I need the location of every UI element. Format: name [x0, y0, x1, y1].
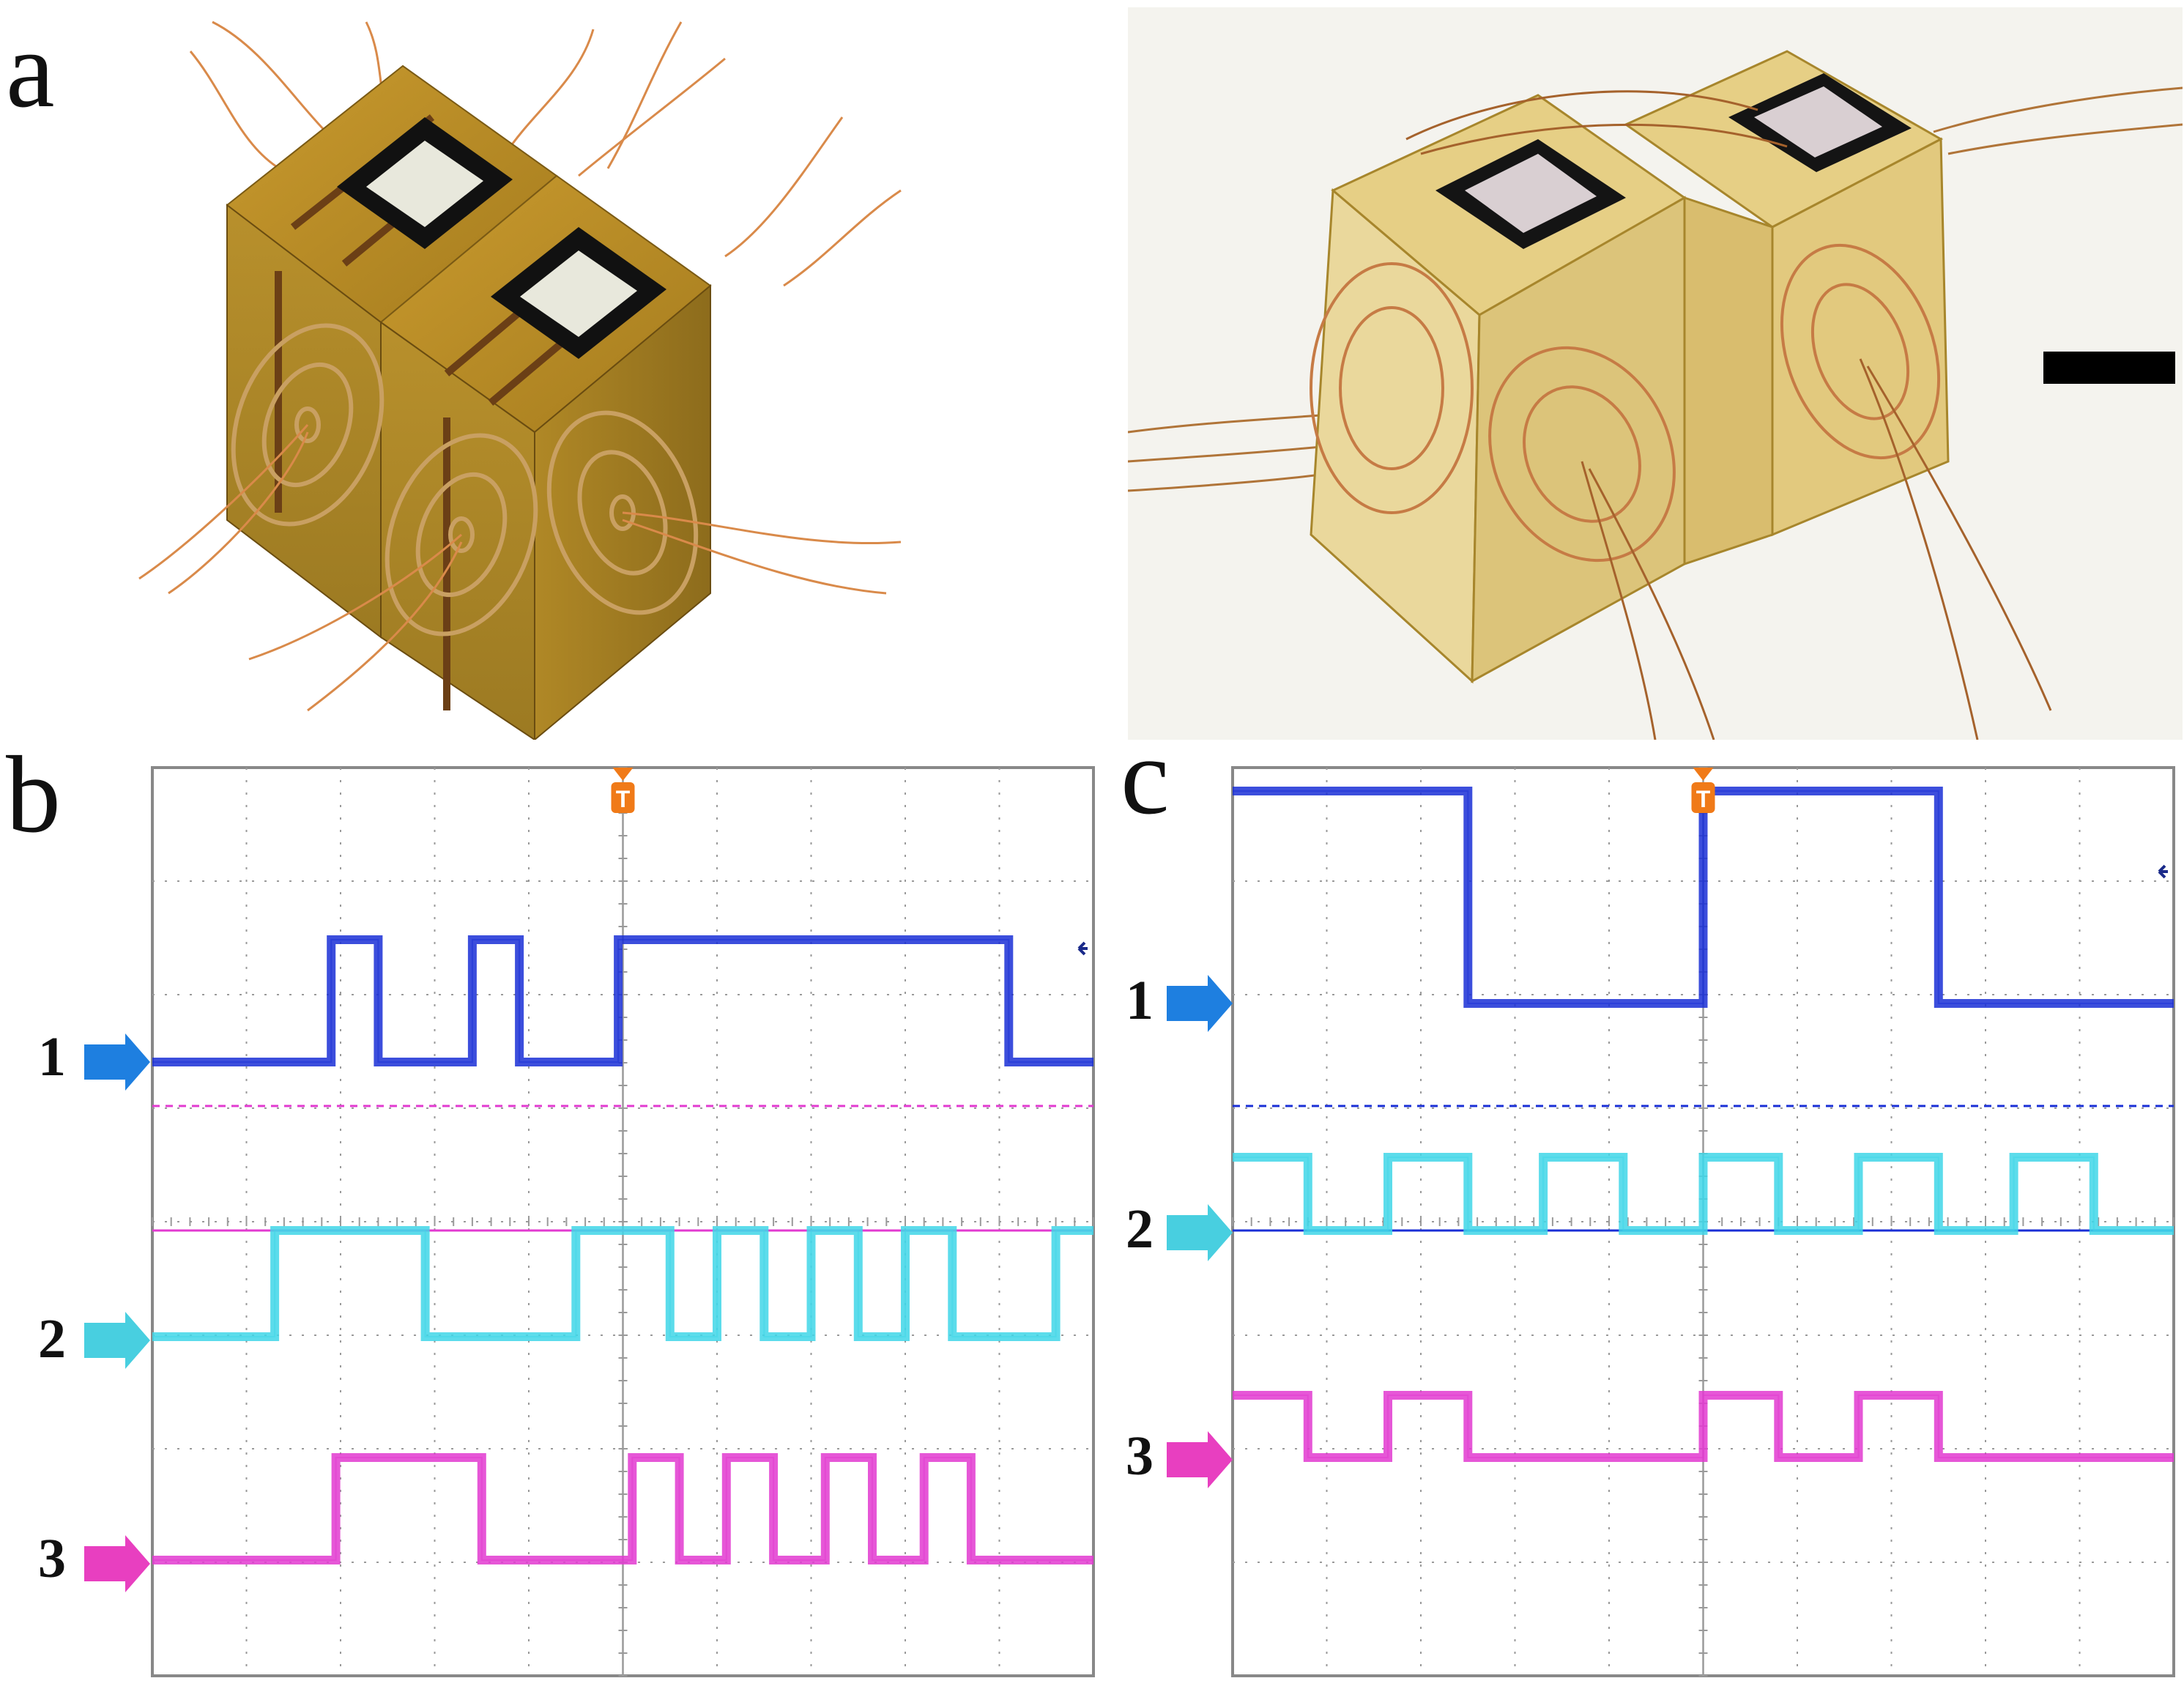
trace-edge-1: [152, 939, 1093, 1063]
trace-edge-3: [152, 1457, 1093, 1561]
channel-arrow-icon: [1167, 1204, 1233, 1261]
channel-arrow-icon: [84, 1535, 150, 1592]
scale-bar-icon: [2043, 352, 2175, 384]
trace-edge-3: [1233, 1395, 2174, 1458]
trigger-icon: T: [611, 768, 635, 813]
channel-arrow-icon: [84, 1033, 150, 1091]
trace-edge-1: [1233, 790, 2174, 1004]
channel-label-3-c: 3: [1126, 1425, 1154, 1487]
oscilloscope-c: T: [1227, 762, 2179, 1685]
channel-label-2-b: 2: [38, 1308, 66, 1370]
channel-label-1-c: 1: [1126, 970, 1154, 1031]
channel-arrow-icon: [84, 1312, 150, 1369]
scope-grid: [152, 767, 1094, 1677]
trigger-marker-label: T: [616, 786, 631, 812]
device-photograph: [1128, 7, 2183, 740]
channel-arrow-icon: [1167, 1431, 1233, 1488]
channel-label-3-b: 3: [38, 1528, 66, 1589]
trigger-marker-label: T: [1696, 786, 1711, 812]
channel-label-1-b: 1: [38, 1026, 66, 1088]
channel-arrow-icon: [1167, 975, 1233, 1032]
trigger-icon: T: [1691, 768, 1715, 813]
trace-edge-2: [1233, 1157, 2174, 1231]
panel-letter-a: a: [6, 9, 55, 130]
cube-schematic-illustration: [125, 7, 1128, 740]
level-indicator-icon: [1077, 941, 1088, 956]
oscilloscope-b: T: [146, 762, 1099, 1685]
channel-label-2-c: 2: [1126, 1198, 1154, 1260]
level-indicator-icon: [2158, 864, 2168, 879]
trace-edge-2: [152, 1230, 1093, 1337]
panel-letter-b: b: [6, 734, 61, 855]
panel-letter-c: c: [1121, 716, 1170, 837]
